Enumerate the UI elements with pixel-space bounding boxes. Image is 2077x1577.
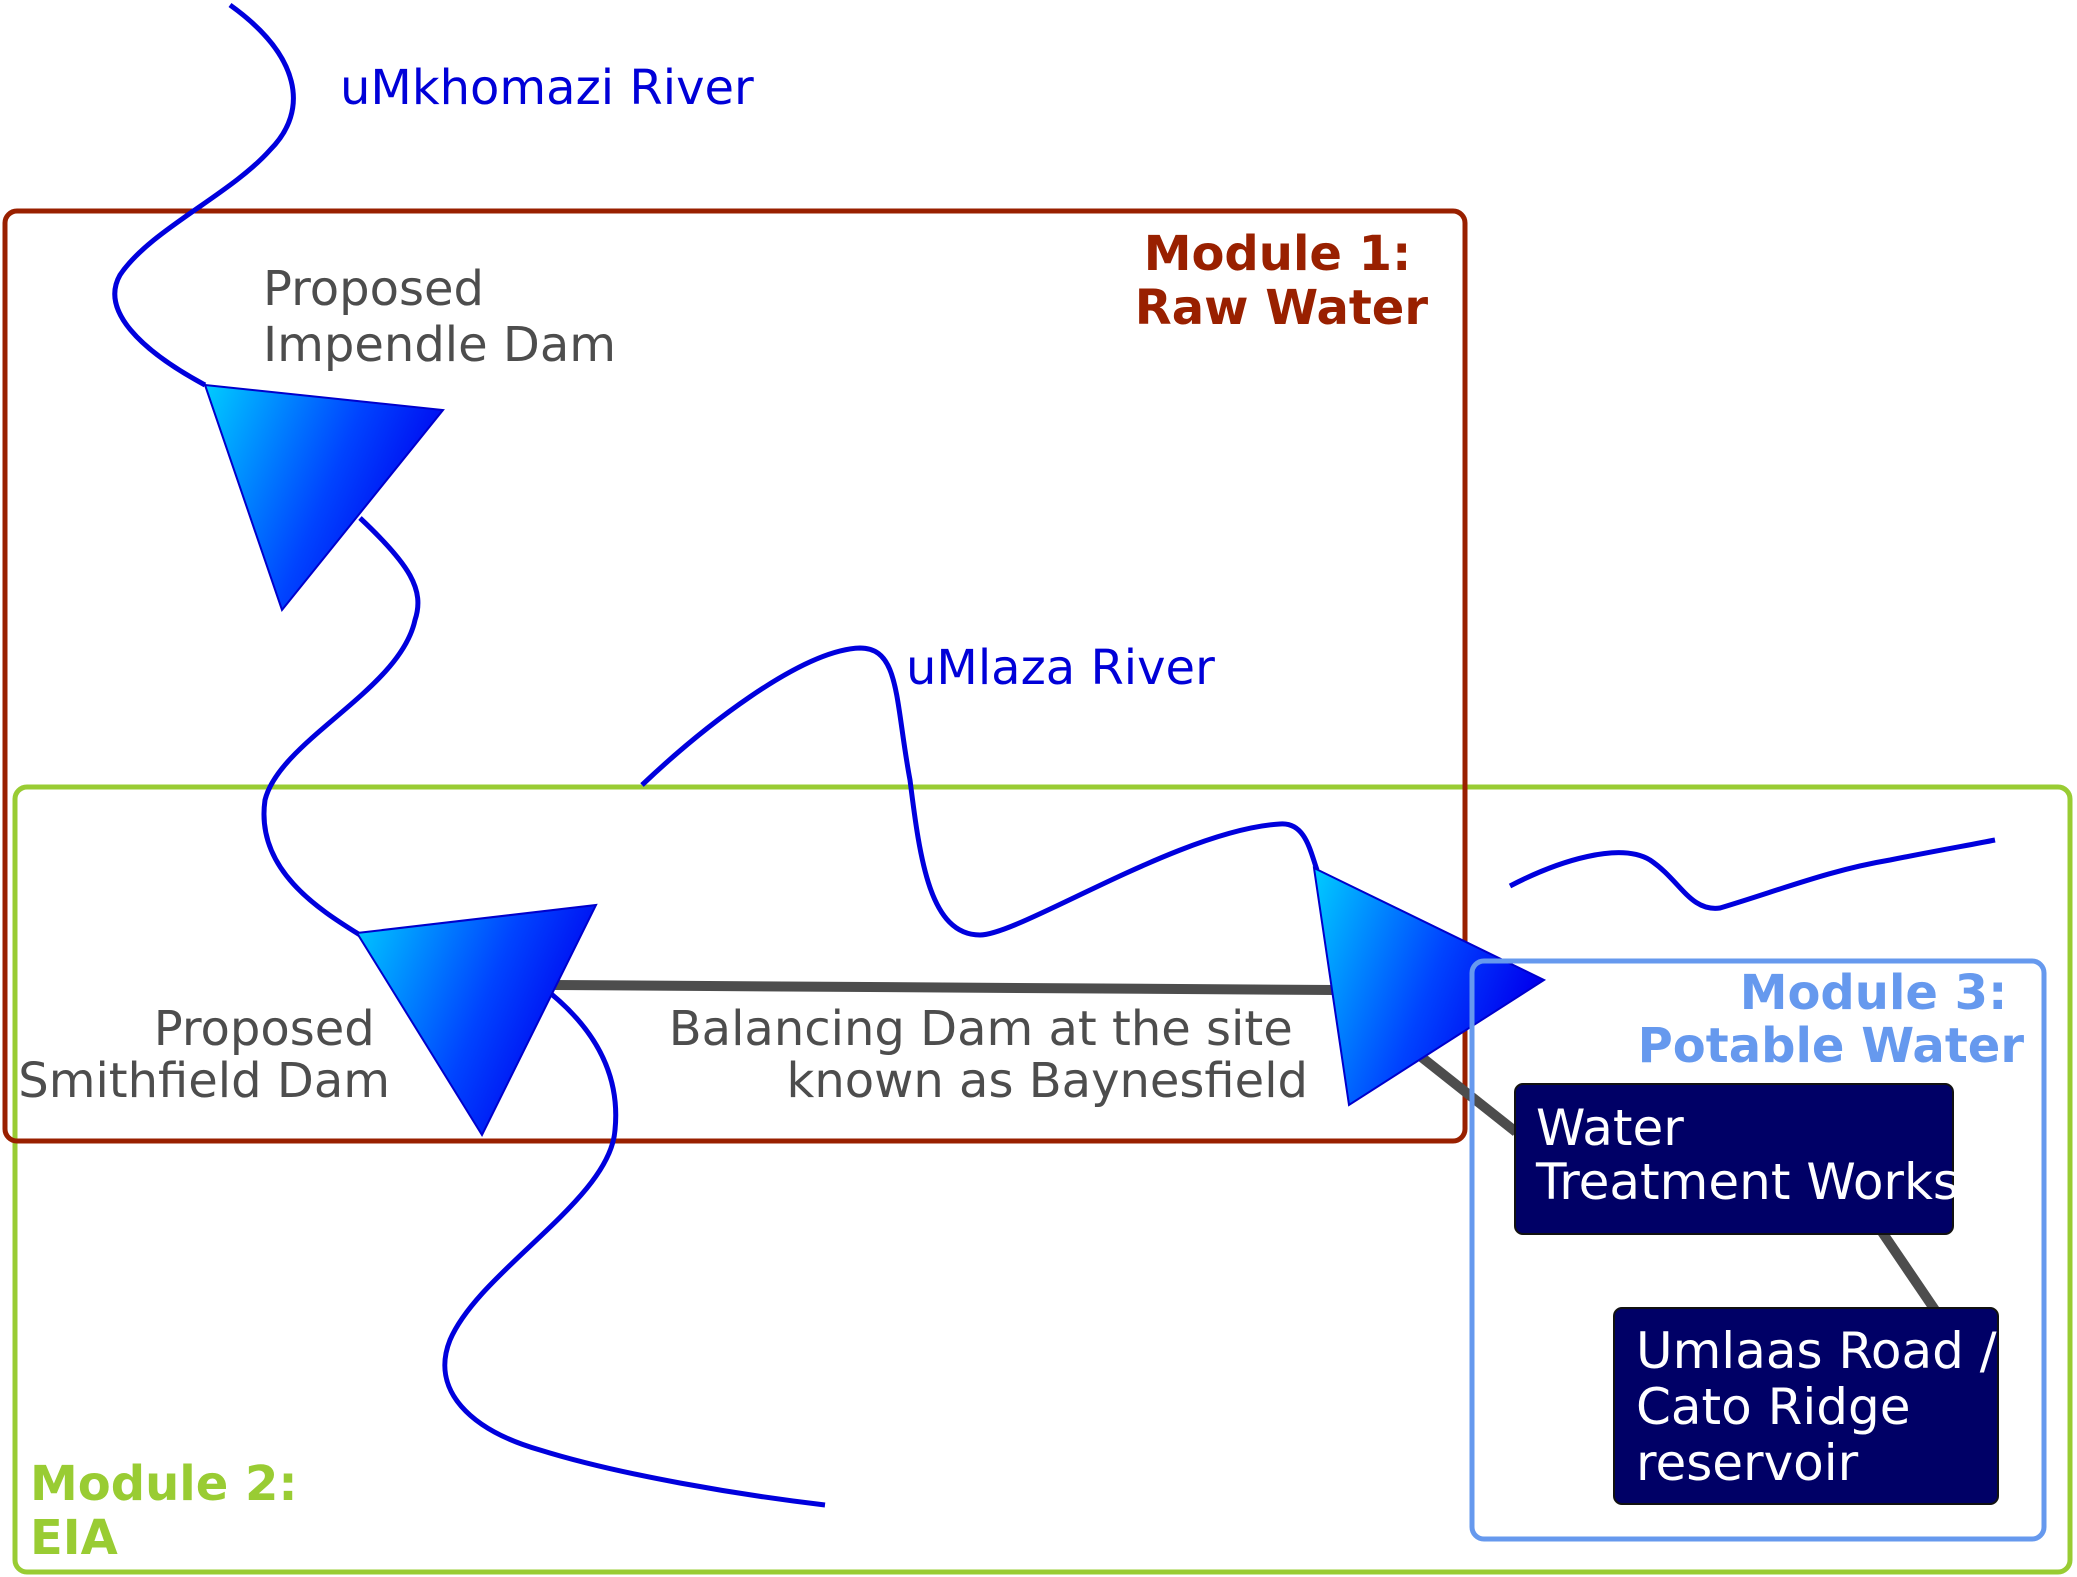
pipeline-smithfield-baynesfield: [554, 980, 1336, 995]
smithfield-dam-label: Proposed Smithfield Dam: [18, 1001, 390, 1109]
module1-box: [2, 208, 1468, 1144]
impendle-dam-icon: [203, 383, 445, 613]
pipeline-baynesfield-wtw: [1406, 1044, 1520, 1136]
umlaza-river-label: uMlaza River: [906, 640, 1215, 696]
module3-box: [1469, 958, 2047, 1542]
baynesfield-dam-icon: [1312, 866, 1547, 1107]
smithfield-dam-icon: [355, 903, 598, 1138]
module2-label: Module 2: EIA: [30, 1456, 314, 1566]
umkhomazi-river-label: uMkhomazi River: [340, 60, 754, 116]
module1-label: Module 1: Raw Water: [1135, 226, 1429, 336]
reservoir-box: [1613, 1307, 1999, 1505]
reservoir-label: Umlaas Road / Cato Ridge reservoir: [1636, 1322, 2013, 1492]
module2-box: [12, 784, 2073, 1575]
umkhomazi-river: [112, 2, 826, 1508]
umlaza-river: [640, 645, 1996, 938]
wtw-label: Water Treatment Works: [1535, 1099, 1959, 1211]
module3-label: Module 3: Potable Water: [1638, 965, 2025, 1074]
pipeline-wtw-reservoir: [1875, 1226, 1940, 1313]
wtw-box: [1514, 1083, 1954, 1235]
impendle-dam-label: Proposed Impendle Dam: [263, 261, 616, 373]
baynesfield-dam-label: Balancing Dam at the site known as Bayne…: [669, 1001, 1308, 1109]
